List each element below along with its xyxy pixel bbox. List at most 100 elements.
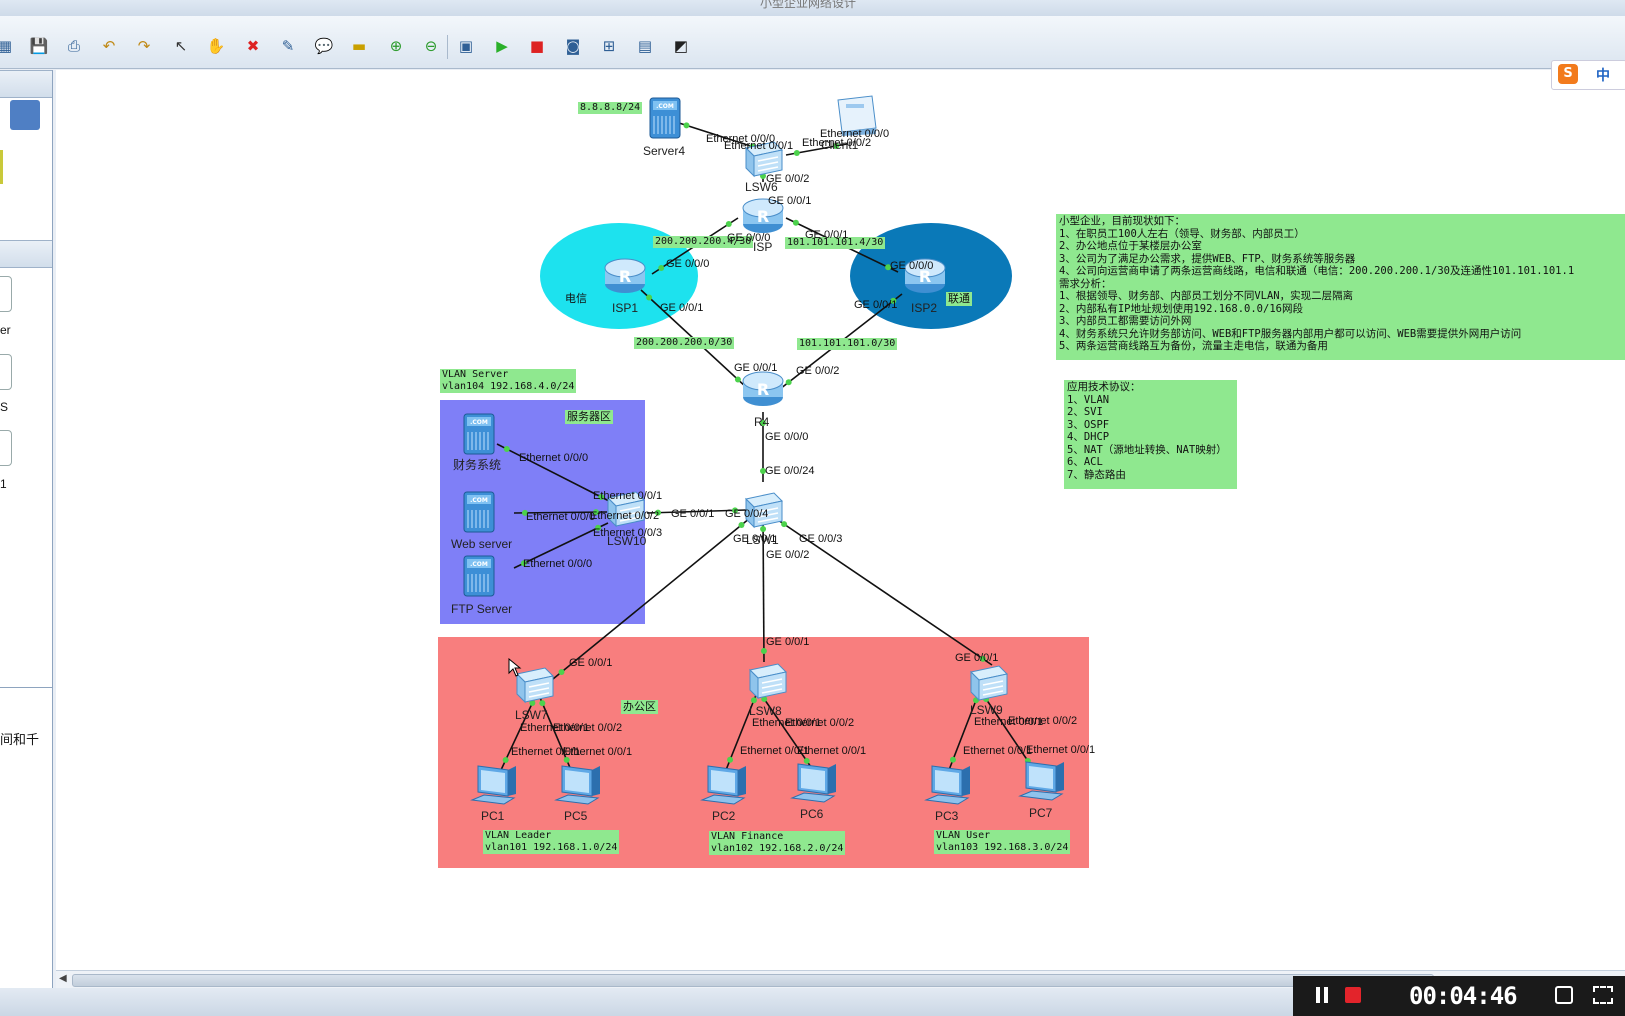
- isp2-device[interactable]: R: [902, 254, 948, 302]
- pc1-device[interactable]: [468, 762, 520, 816]
- r4-device[interactable]: R: [740, 367, 786, 415]
- lsw7-device[interactable]: [511, 664, 557, 710]
- network-link[interactable]: [500, 692, 538, 771]
- pc3-device[interactable]: [922, 762, 974, 816]
- scroll-left-icon[interactable]: ◀: [59, 973, 67, 984]
- lsw1-device[interactable]: [740, 489, 786, 535]
- pc6-device[interactable]: [788, 760, 840, 814]
- port-label: GE 0/0/2: [796, 365, 840, 377]
- lsw10-name: LSW10: [607, 534, 647, 548]
- network-link[interactable]: [513, 522, 609, 569]
- port-status-dot: [593, 509, 600, 516]
- palette-icon[interactable]: ▬: [351, 37, 367, 55]
- zoom-in-icon[interactable]: ⊕: [389, 37, 403, 55]
- isp1-device[interactable]: R: [602, 254, 648, 302]
- device-category-icon[interactable]: [10, 100, 40, 130]
- pointer-icon[interactable]: ↖: [174, 37, 188, 55]
- delete-icon[interactable]: ✖: [246, 37, 260, 55]
- device-item-label: S: [0, 400, 9, 414]
- start-icon[interactable]: ▶: [496, 37, 508, 55]
- terminal-icon[interactable]: ◩: [673, 37, 689, 55]
- topology-icon[interactable]: ⊞: [602, 37, 616, 55]
- stop-record-icon[interactable]: [1345, 987, 1361, 1003]
- lsw9-device[interactable]: [965, 662, 1011, 708]
- network-link[interactable]: [979, 689, 1035, 771]
- pc-icon: [1016, 761, 1068, 812]
- ime-language: 中: [1596, 68, 1610, 84]
- grid-icon[interactable]: ▤: [637, 37, 653, 55]
- text-note-icon[interactable]: 💬: [314, 37, 334, 55]
- topology-canvas[interactable]: .COM R R R R .COM .COM .COM 小型企业，目前现状如下： 1、在职员工…: [56, 70, 1625, 970]
- router-icon: R: [740, 371, 786, 415]
- client1-device[interactable]: [830, 94, 878, 142]
- lsw10-device[interactable]: [602, 488, 648, 534]
- device-item-icon[interactable]: [0, 430, 12, 466]
- hand-icon[interactable]: ✋: [206, 37, 226, 55]
- r4-name: R4: [754, 415, 770, 429]
- horizontal-scrollbar[interactable]: ◀: [56, 970, 1625, 989]
- pc2-name: PC2: [712, 809, 736, 823]
- pc5-device[interactable]: [552, 762, 604, 816]
- panel-section-header: [0, 70, 52, 98]
- port-label: GE 0/0/2: [766, 549, 810, 561]
- pc7-device[interactable]: [1016, 758, 1068, 812]
- network-link[interactable]: [646, 509, 747, 514]
- isp-device[interactable]: R: [740, 194, 786, 242]
- ime-indicator[interactable]: S 中: [1551, 60, 1625, 90]
- port-label: Ethernet 0/0/1: [963, 745, 1033, 757]
- network-link[interactable]: [757, 689, 814, 771]
- port-label: Ethernet 0/0/1: [563, 746, 633, 758]
- protocols-note[interactable]: 应用技术协议： 1、VLAN 2、SVI 3、OSPF 4、DHCP 5、NAT…: [1064, 380, 1237, 489]
- vlan-leader-label: VLAN Leader vlan101 192.168.1.0/24: [483, 830, 620, 854]
- screenshot-icon[interactable]: [1555, 986, 1573, 1004]
- erase-icon[interactable]: ✎: [281, 37, 295, 55]
- pc2-device[interactable]: [698, 762, 750, 816]
- device-item-icon[interactable]: [0, 354, 12, 390]
- port-label: Ethernet 0/0/2: [785, 717, 855, 729]
- network-link[interactable]: [496, 443, 612, 503]
- svg-text:.COM: .COM: [470, 497, 488, 504]
- undo-icon[interactable]: ↶: [102, 37, 116, 55]
- port-status-dot: [521, 509, 528, 516]
- port-label: GE 0/0/1: [569, 657, 613, 669]
- fit-icon[interactable]: ▣: [458, 37, 474, 55]
- port-status-dot: [760, 468, 766, 474]
- network-link[interactable]: [552, 517, 751, 680]
- pc3-name: PC3: [935, 809, 959, 823]
- lsw8-device[interactable]: [744, 660, 790, 706]
- fullscreen-icon[interactable]: [1593, 986, 1613, 1004]
- switch-icon: [744, 663, 790, 706]
- network-link[interactable]: [774, 517, 993, 666]
- office-zone-label: 办公区: [621, 700, 658, 714]
- server4-device[interactable]: .COM: [644, 96, 684, 146]
- port-label: GE 0/0/3: [799, 533, 843, 545]
- zoom-out-icon[interactable]: ⊖: [424, 37, 438, 55]
- port-status-dot: [785, 379, 792, 386]
- port-label: Ethernet 0/0/0: [526, 511, 596, 523]
- network-link[interactable]: [762, 517, 765, 663]
- network-link[interactable]: [513, 511, 608, 514]
- ftp-server-device[interactable]: .COM: [458, 554, 498, 604]
- recording-timer: 00:04:46: [1409, 982, 1518, 1010]
- lsw6-device[interactable]: [740, 138, 786, 184]
- pause-icon[interactable]: [1315, 987, 1331, 1003]
- network-link[interactable]: [675, 121, 764, 151]
- print-icon[interactable]: ⎙: [67, 37, 80, 55]
- finance-system-device[interactable]: .COM: [458, 412, 498, 462]
- scrollbar-thumb[interactable]: [72, 974, 1434, 987]
- requirements-note[interactable]: 小型企业，目前现状如下： 1、在职员工100人左右（领导、财务部、内部员工） 2…: [1056, 214, 1625, 360]
- device-item-icon[interactable]: [0, 276, 12, 312]
- port-status-dot: [760, 420, 766, 426]
- port-label: Ethernet 0/0/2: [1008, 715, 1078, 727]
- save-icon[interactable]: 💾: [29, 37, 49, 55]
- new-file-icon[interactable]: ▦: [0, 37, 13, 55]
- redo-icon[interactable]: ↷: [137, 37, 151, 55]
- device-description: 间和千: [0, 732, 40, 747]
- stop-icon[interactable]: ■: [529, 37, 545, 55]
- network-link[interactable]: [948, 689, 981, 771]
- port-status-dot: [683, 122, 690, 129]
- panel-section-header: [0, 240, 52, 268]
- network-link[interactable]: [725, 689, 759, 771]
- web-server-device[interactable]: .COM: [458, 490, 498, 540]
- capture-icon[interactable]: ◙: [565, 37, 581, 55]
